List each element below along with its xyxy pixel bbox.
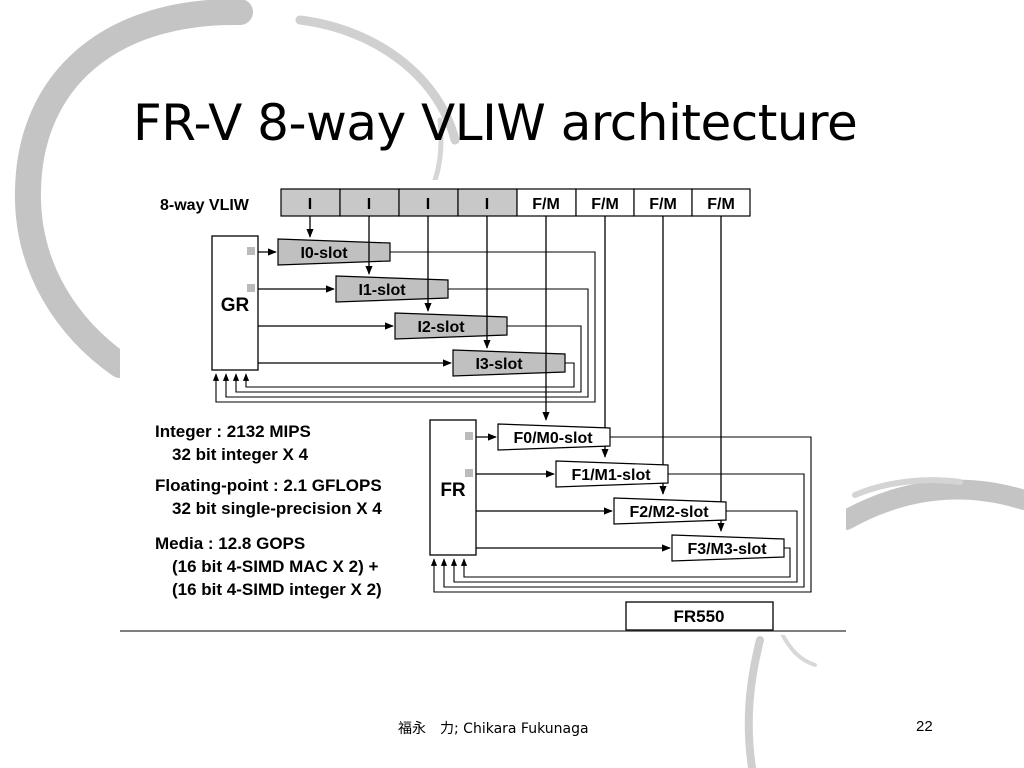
- gr-to-slot-arrows: [258, 248, 452, 367]
- slot-label: F3/M3-slot: [687, 541, 767, 558]
- i0-slot: [277, 238, 391, 266]
- slot-label: I0-slot: [300, 245, 348, 262]
- gr-label: GR: [221, 295, 250, 316]
- vliw-field-6: [633, 188, 693, 217]
- f1-m1-slot: [555, 460, 669, 488]
- fr-port-marker: [465, 469, 473, 477]
- slide-title: FR-V 8-way VLIW architecture: [133, 94, 858, 152]
- slot-label: F0/M0-slot: [513, 430, 593, 447]
- slot-label: F2/M2-slot: [629, 504, 709, 521]
- fr-port-marker: [465, 432, 473, 440]
- fr-label: FR: [440, 480, 466, 501]
- i1-slot: [335, 275, 449, 303]
- stat-float-heading: Floating-point : 2.1 GFLOPS: [155, 476, 382, 495]
- fr550-label: FR550: [673, 607, 724, 626]
- i3-slot: [452, 349, 566, 377]
- vliw-to-integer-slot-arrows: [306, 216, 491, 349]
- stat-media-detail-2: (16 bit 4-SIMD integer X 2): [172, 580, 382, 599]
- stat-integer-heading: Integer : 2132 MIPS: [155, 422, 311, 441]
- vliw-field-label: I: [367, 196, 371, 213]
- vliw-field-label: I: [485, 196, 489, 213]
- stat-media-detail-1: (16 bit 4-SIMD MAC X 2) +: [172, 557, 379, 576]
- slot-label: I1-slot: [358, 282, 406, 299]
- slot-label: F1/M1-slot: [571, 467, 651, 484]
- vliw-field-label: F/M: [707, 196, 735, 213]
- footer-author: 福永 力; Chikara Fukunaga: [398, 721, 589, 737]
- page-number: 22: [916, 718, 933, 735]
- vliw-field-label: F/M: [591, 196, 619, 213]
- gr-port-marker: [247, 247, 255, 255]
- stat-media-heading: Media : 12.8 GOPS: [155, 534, 306, 553]
- vliw-field-7: [691, 188, 751, 217]
- fm-writeback-lines: [430, 436, 812, 593]
- vliw-field-label: I: [308, 196, 312, 213]
- i2-slot: [394, 312, 508, 340]
- f0-m0-slot: [497, 423, 611, 451]
- stat-integer-detail: 32 bit integer X 4: [172, 445, 309, 464]
- architecture-diagram-svg: 8-way VLIW I I I I F/M F/M F/M F/M: [120, 188, 846, 632]
- slot-label: I2-slot: [417, 319, 465, 336]
- fr550-chip-box: [625, 601, 774, 631]
- stat-float-detail: 32 bit single-precision X 4: [172, 499, 382, 518]
- vliw-instruction-word: I I I I F/M F/M F/M F/M: [280, 188, 751, 217]
- vliw-label: 8-way VLIW: [160, 197, 250, 214]
- vliw-to-fm-slot-arrows: [542, 216, 725, 532]
- integer-writeback-lines: [212, 251, 596, 403]
- fr-to-slot-arrows: [476, 433, 671, 552]
- vliw-field-label: F/M: [532, 196, 560, 213]
- gr-register-file: [211, 235, 259, 371]
- fr-register-file: [429, 419, 477, 556]
- f3-m3-slot: [671, 534, 785, 562]
- slot-label: I3-slot: [475, 356, 523, 373]
- vliw-field-label: F/M: [649, 196, 677, 213]
- vliw-field-label: I: [426, 196, 430, 213]
- gr-port-marker: [247, 284, 255, 292]
- architecture-diagram: 8-way VLIW I I I I F/M F/M F/M F/M: [120, 180, 846, 635]
- f2-m2-slot: [613, 497, 727, 525]
